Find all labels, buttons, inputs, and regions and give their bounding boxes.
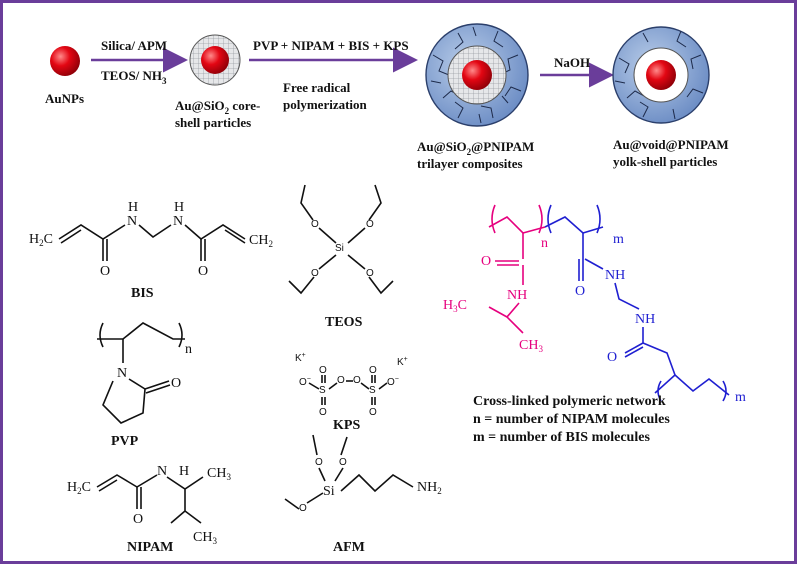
svg-text:H2C: H2C: [29, 232, 53, 248]
svg-text:m: m: [735, 390, 746, 405]
svg-text:NH2: NH2: [417, 480, 442, 496]
trilayer-sub: 2: [467, 147, 472, 157]
svg-text:H: H: [128, 200, 138, 215]
afm-structure: O O Si O NH2: [284, 434, 442, 514]
aunp-particle: [50, 46, 80, 76]
network-title: Cross-linked polymeric network: [473, 394, 666, 409]
network-line-m: m = number of BIS molecules: [473, 430, 650, 445]
pvp-structure: n N O: [97, 322, 192, 424]
afm-label: AFM: [333, 540, 365, 555]
core-shell-label-line1: Au@SiO2 core-: [175, 98, 260, 116]
svg-text:NH: NH: [635, 312, 655, 327]
trilayer-particle: [425, 23, 529, 127]
network-structure: n O NH H3C CH3 m O NH NH O m: [443, 204, 746, 405]
svg-text:O: O: [319, 407, 327, 418]
svg-text:n: n: [541, 236, 548, 251]
core-shell-tail: core-: [229, 98, 260, 113]
trilayer-a: Au@SiO: [417, 139, 467, 154]
svg-text:K+: K+: [295, 352, 306, 364]
svg-text:O: O: [575, 284, 585, 299]
trilayer-label-line1: Au@SiO2@PNIPAM: [417, 139, 534, 157]
svg-text:O−: O−: [299, 376, 311, 388]
svg-text:CH2: CH2: [249, 233, 273, 249]
nipam-label: NIPAM: [127, 540, 173, 555]
svg-text:O: O: [353, 375, 361, 386]
teos-label: TEOS: [325, 315, 363, 330]
svg-text:O: O: [311, 268, 319, 279]
yolk-label-line1: Au@void@PNIPAM: [613, 137, 729, 152]
gold-core: [201, 46, 229, 74]
step3-reagent: NaOH: [554, 55, 590, 70]
step2-condition-l2: polymerization: [283, 97, 368, 112]
svg-text:O: O: [315, 457, 323, 468]
svg-text:N: N: [127, 214, 137, 229]
svg-text:S: S: [319, 385, 326, 396]
svg-text:H3C: H3C: [443, 298, 467, 314]
svg-text:O: O: [133, 512, 143, 527]
svg-text:N: N: [157, 464, 167, 479]
scheme-canvas: AuNPs Silica/ APM TEOS/ NH3 Au@SiO2 core…: [29, 23, 746, 555]
svg-text:CH3: CH3: [193, 530, 217, 546]
svg-text:O: O: [369, 407, 377, 418]
svg-text:NH: NH: [507, 288, 527, 303]
svg-text:CH3: CH3: [207, 466, 231, 482]
svg-text:O: O: [366, 268, 374, 279]
svg-text:N: N: [173, 214, 183, 229]
svg-text:O: O: [339, 457, 347, 468]
step1-reagent-top: Silica/ APM: [101, 38, 167, 53]
step2-reagent-top: PVP + NIPAM + BIS + KPS: [253, 38, 409, 53]
step1-reagent-sub: 3: [162, 76, 167, 86]
nipam-structure: H2C O N H CH3 CH3: [67, 464, 231, 546]
svg-text:NH: NH: [605, 268, 625, 283]
svg-text:CH3: CH3: [519, 338, 543, 354]
svg-text:O: O: [366, 219, 374, 230]
svg-text:n: n: [185, 342, 192, 357]
svg-text:N: N: [117, 366, 127, 381]
pvp-label: PVP: [111, 434, 139, 449]
svg-text:O: O: [198, 264, 208, 279]
svg-text:K+: K+: [397, 356, 408, 368]
step1-reagent-bottom-line: TEOS/ NH3: [101, 68, 167, 86]
yolk-label-line2: yolk-shell particles: [613, 154, 717, 169]
svg-text:O: O: [319, 365, 327, 376]
svg-text:O: O: [299, 503, 307, 514]
yolk-shell-particle: [612, 26, 710, 124]
svg-text:S: S: [369, 385, 376, 396]
kps-label: KPS: [333, 418, 360, 433]
bis-structure: H2C O N H N H O CH2: [29, 200, 273, 279]
core-shell-sub: 2: [225, 106, 230, 116]
svg-text:m: m: [613, 232, 624, 247]
svg-text:O−: O−: [387, 376, 399, 388]
trilayer-label-line2: trilayer composites: [417, 156, 523, 171]
svg-text:O: O: [607, 350, 617, 365]
svg-text:Si: Si: [335, 243, 344, 254]
aunps-label: AuNPs: [45, 91, 84, 106]
svg-text:O: O: [100, 264, 110, 279]
trilayer-b: @PNIPAM: [471, 139, 534, 154]
svg-text:O: O: [481, 254, 491, 269]
svg-text:O: O: [337, 375, 345, 386]
svg-text:O: O: [369, 365, 377, 376]
svg-text:H: H: [179, 464, 189, 479]
core-shell-a: Au@SiO: [175, 98, 225, 113]
network-line-n: n = number of NIPAM molecules: [473, 412, 670, 427]
svg-text:H: H: [174, 200, 184, 215]
svg-text:O: O: [171, 376, 181, 391]
step1-reagent-bottom: TEOS/ NH: [101, 68, 162, 83]
svg-text:H2C: H2C: [67, 480, 91, 496]
step2-condition-l1: Free radical: [283, 80, 351, 95]
core-shell-label-line2: shell particles: [175, 115, 251, 130]
svg-text:Si: Si: [323, 484, 335, 499]
svg-text:O: O: [311, 219, 319, 230]
teos-structure: Si O O O O: [288, 184, 394, 295]
kps-structure: K+ O− S O O O O S O O O− K+: [295, 352, 408, 418]
bis-label: BIS: [131, 286, 154, 301]
